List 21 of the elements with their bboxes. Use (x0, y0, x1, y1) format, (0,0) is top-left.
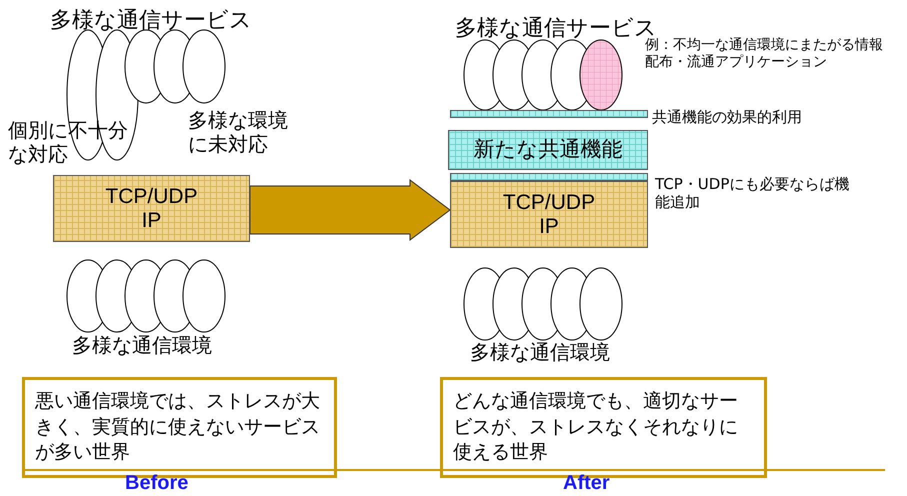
layer-label: TCP/UDP (502, 191, 596, 214)
note-text: TCP・UDPにも必要ならば機能追加 (655, 175, 850, 211)
note-text: 多様な環境に未対応 (188, 108, 289, 156)
caption-text: 多様な通信環境 (72, 333, 213, 357)
caption-text: 多様な通信環境 (470, 340, 611, 364)
description-text: 悪い通信環境では、ストレスが大きく、実質的に使えないサービスが多い世界 (35, 389, 321, 466)
description-text: どんな通信環境でも、適切なサービスが、ストレスなくそれなりに使える世界 (453, 389, 739, 466)
block-arrow (250, 179, 451, 241)
layer-box (450, 181, 648, 248)
layer-bar (450, 110, 648, 118)
layer-label: IP (142, 208, 162, 232)
layer-bar (450, 173, 648, 181)
layer-box (448, 130, 648, 170)
heading-text: 多様な通信サービス (50, 8, 253, 34)
before-label: Before (125, 473, 188, 493)
layer-label: TCP/UDP (105, 185, 198, 208)
after-label: After (563, 473, 610, 493)
layer-box (53, 175, 250, 242)
note-text: 共通機能の効果的利用 (652, 108, 803, 126)
layer-label: IP (539, 214, 559, 238)
layer-label: 新たな共通機能 (474, 138, 622, 162)
